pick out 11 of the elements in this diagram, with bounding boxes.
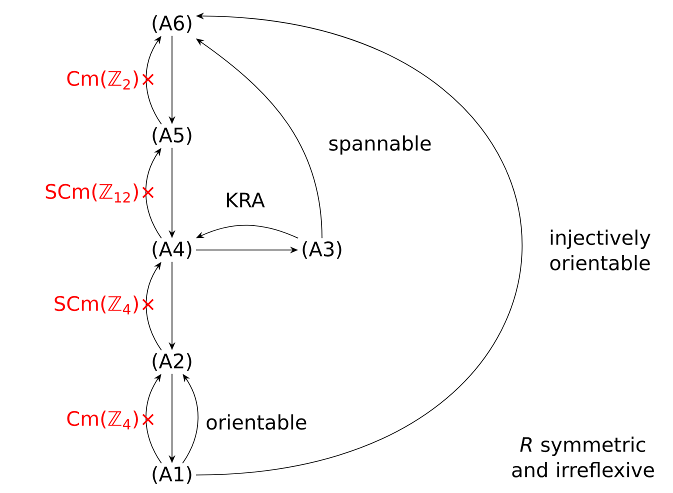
statement-label: (A1) <box>152 466 192 484</box>
statement-label: (A4) <box>152 241 192 259</box>
edge-label: injectively orientable <box>550 230 650 270</box>
edge-label: KRA <box>227 192 265 208</box>
statement-label: (A6) <box>152 15 192 33</box>
statement-label: (A5) <box>152 127 192 145</box>
statement-label: (A3) <box>302 241 342 259</box>
edge-label: spannable <box>329 135 431 155</box>
note: R symmetric and irreflexive <box>512 436 654 478</box>
statement-label: (A2) <box>152 353 192 371</box>
edge-label: orientable <box>206 414 306 430</box>
